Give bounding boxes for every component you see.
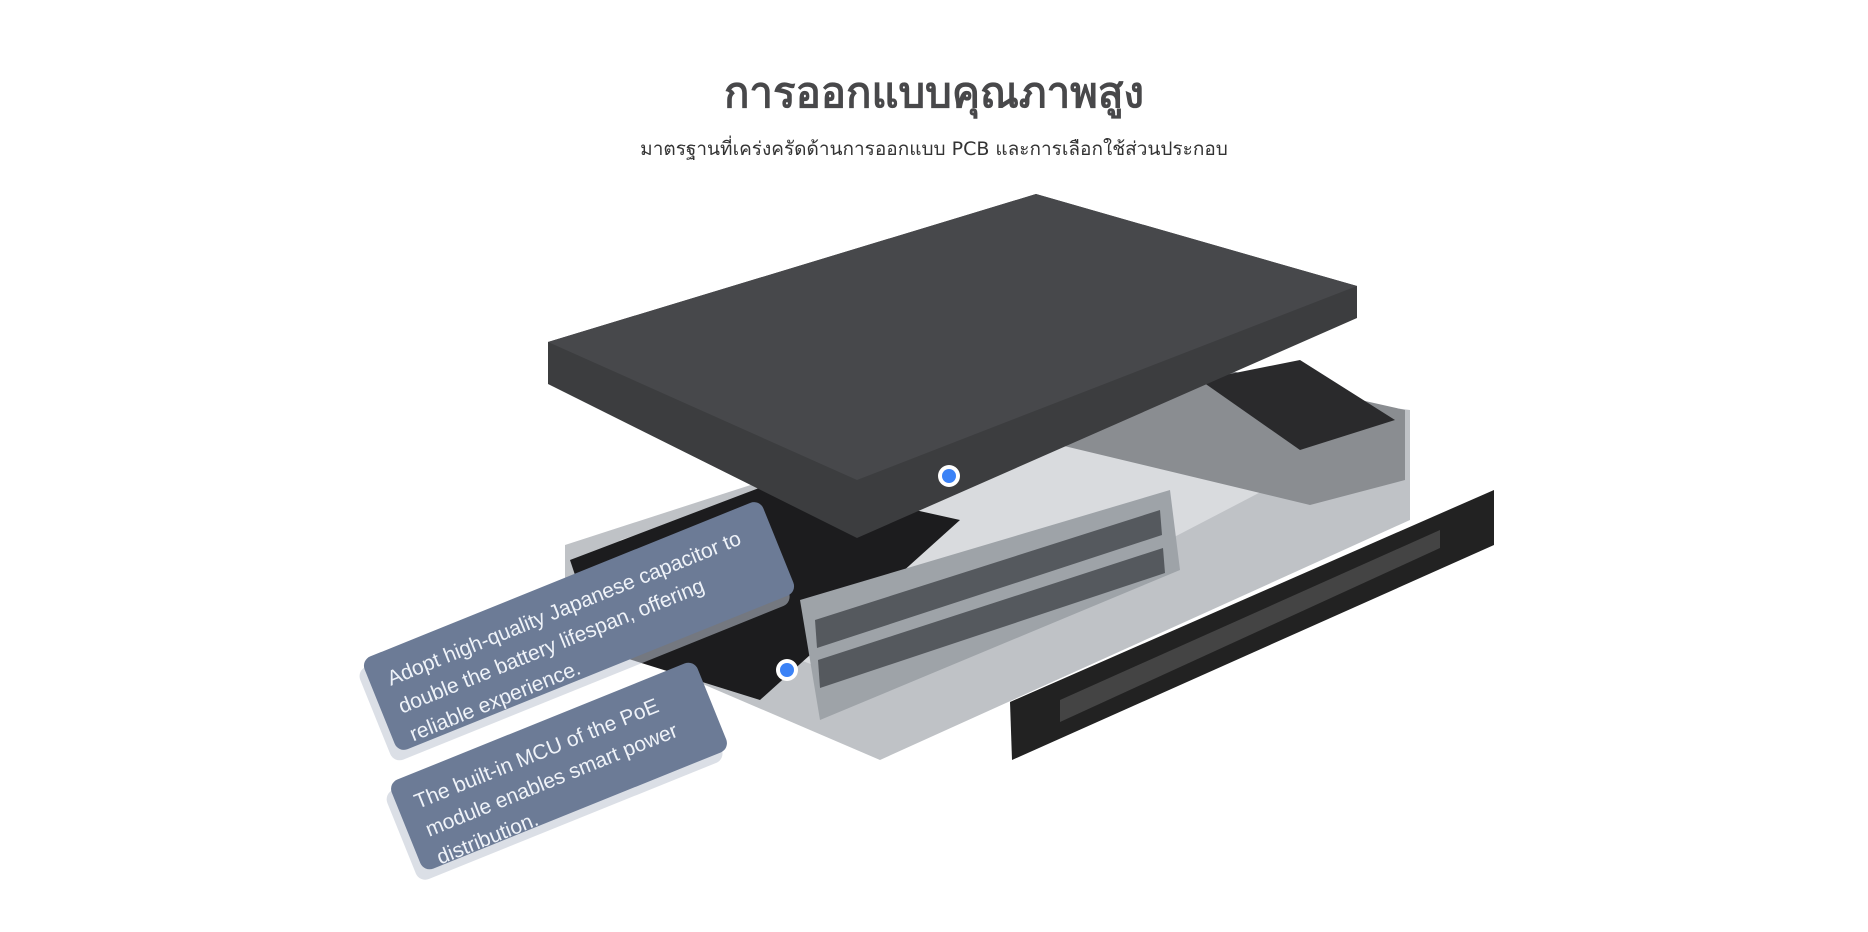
top-cover-surface bbox=[548, 194, 1357, 480]
port-grid bbox=[815, 510, 1165, 688]
psu-components bbox=[1200, 360, 1395, 450]
page-subtitle: มาตรฐานที่เคร่งครัดด้านการออกแบบ PCB และ… bbox=[640, 138, 1228, 160]
hotspot-dot-icon bbox=[780, 663, 794, 677]
bezel-window bbox=[1060, 530, 1440, 722]
hotspot-dot-icon bbox=[942, 469, 956, 483]
page-title: การออกแบบคุณภาพสูง bbox=[724, 68, 1144, 117]
